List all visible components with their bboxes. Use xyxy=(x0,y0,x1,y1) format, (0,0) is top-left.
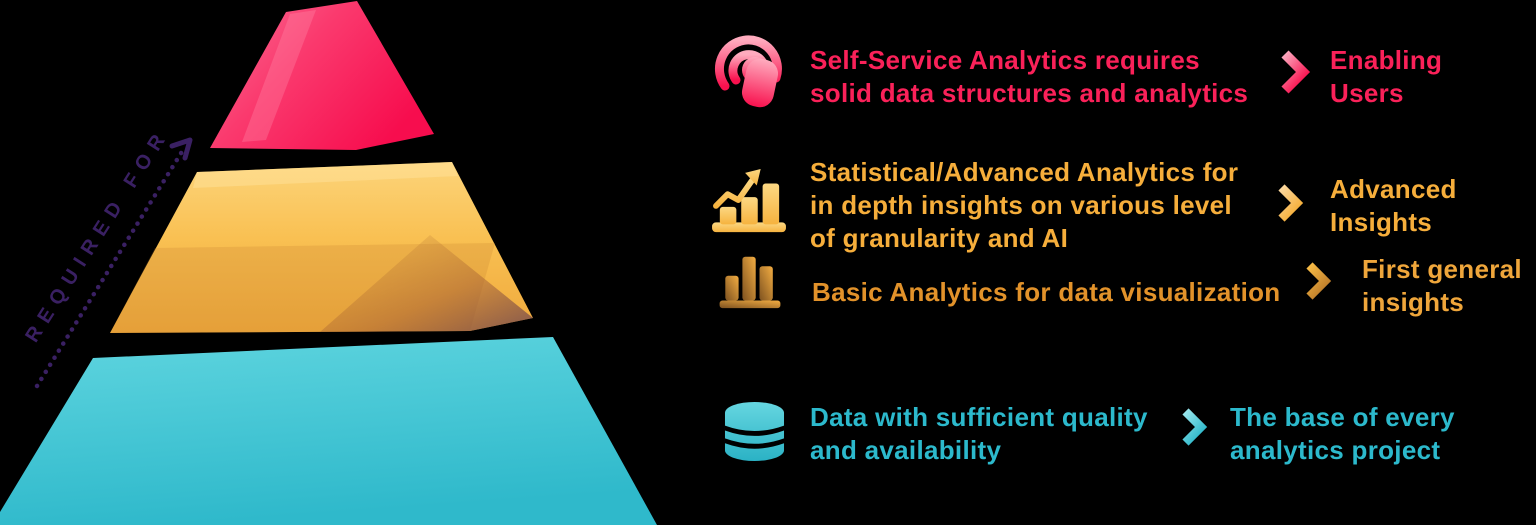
tap-icon xyxy=(714,35,782,108)
row-outcome: First general insights xyxy=(1362,254,1522,317)
pyramid-level-middle-shadow xyxy=(320,235,533,332)
row-outcome: Enabling Users xyxy=(1330,45,1443,108)
database-icon xyxy=(724,401,785,462)
row-outcome: Advanced Insights xyxy=(1330,174,1457,237)
chevron-right-icon xyxy=(1306,262,1332,300)
row-description: Self-Service Analytics requires solid da… xyxy=(810,45,1249,108)
pyramid-graphic xyxy=(0,1,657,525)
row-description: Basic Analytics for data visualization xyxy=(812,277,1281,307)
required-for-arrow xyxy=(34,137,193,389)
dotted-connector xyxy=(648,426,694,436)
chart-growth-icon xyxy=(712,168,786,233)
row-outcome: The base of every analytics project xyxy=(1230,402,1455,465)
chevron-right-icon xyxy=(1278,184,1304,222)
bar-chart-icon xyxy=(719,256,781,309)
dotted-connector xyxy=(520,198,696,208)
pyramid-level-top-highlight xyxy=(242,10,316,142)
pyramid-level-top xyxy=(210,1,434,150)
pyramid-level-middle-highlight xyxy=(193,162,458,188)
chevron-right-icon xyxy=(1182,408,1208,446)
row-description: Data with sufficient quality and availab… xyxy=(810,402,1148,465)
pyramid-level-bottom xyxy=(0,337,657,525)
dotted-connector xyxy=(563,277,695,287)
chevron-right-icon xyxy=(1281,50,1311,94)
row-description: Statistical/Advanced Analytics for in de… xyxy=(810,157,1239,253)
dotted-connector xyxy=(443,65,694,75)
